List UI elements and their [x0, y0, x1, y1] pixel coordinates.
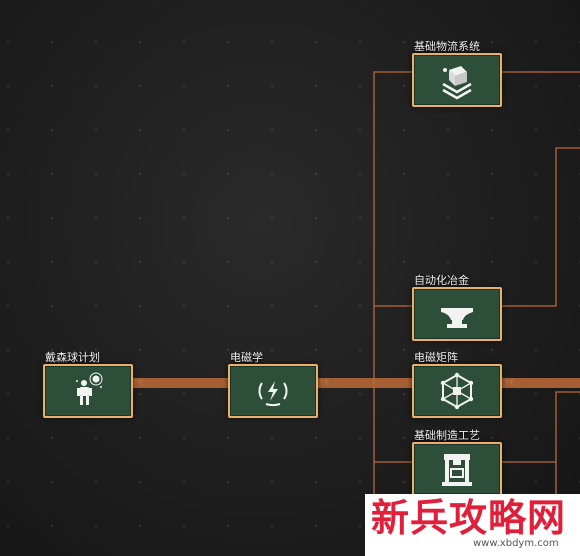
watermark-logo-text: 新兵攻略网	[371, 496, 567, 540]
connector-assembling-right	[498, 391, 580, 463]
connector-dyson-em	[128, 378, 230, 388]
connector-branch-logistics	[373, 71, 414, 383]
tech-node-box[interactable]	[228, 364, 318, 418]
link-tag: ↑€	[503, 378, 515, 387]
watermark-url: www.xbdym.com	[473, 538, 559, 549]
tech-node-label: 自动化冶金	[414, 274, 469, 287]
connector-em-matrix	[314, 378, 414, 388]
connector-matrix-right	[498, 378, 580, 388]
connector-branch-assembling	[373, 383, 414, 463]
assembler-icon	[442, 454, 472, 486]
conveyor-box-icon	[442, 66, 472, 100]
tech-node-dyson-sphere[interactable]: 戴森球计划	[43, 351, 133, 418]
tech-node-box[interactable]	[412, 364, 502, 418]
mecha-icon	[76, 372, 103, 405]
tech-node-label: 基础制造工艺	[414, 429, 480, 442]
connector-metallurgy-right	[498, 147, 580, 307]
matrix-cube-icon	[440, 372, 474, 410]
tech-node-box[interactable]	[412, 287, 502, 341]
tech-node-basic-assembling[interactable]: 基础制造工艺	[412, 429, 502, 496]
link-tag: ↑€	[318, 378, 330, 387]
tech-node-box[interactable]	[412, 442, 502, 496]
tech-node-electromagnetism[interactable]: 电磁学	[228, 351, 318, 418]
tech-node-auto-metallurgy[interactable]: 自动化冶金	[412, 274, 502, 341]
tech-node-label: 戴森球计划	[45, 351, 100, 364]
site-watermark: 新兵攻略网 www.xbdym.com	[365, 494, 580, 556]
tech-node-basic-logistics[interactable]: 基础物流系统	[412, 40, 502, 107]
tech-node-label: 基础物流系统	[414, 40, 480, 53]
tech-node-box[interactable]	[412, 53, 502, 107]
tech-node-box[interactable]	[43, 364, 133, 418]
anvil-icon	[441, 308, 473, 328]
em-wave-icon	[258, 381, 288, 407]
link-tag: ↑€	[132, 378, 144, 387]
tech-node-em-matrix[interactable]: 电磁矩阵	[412, 351, 502, 418]
tech-node-label: 电磁矩阵	[414, 351, 458, 364]
tech-node-label: 电磁学	[230, 351, 263, 364]
